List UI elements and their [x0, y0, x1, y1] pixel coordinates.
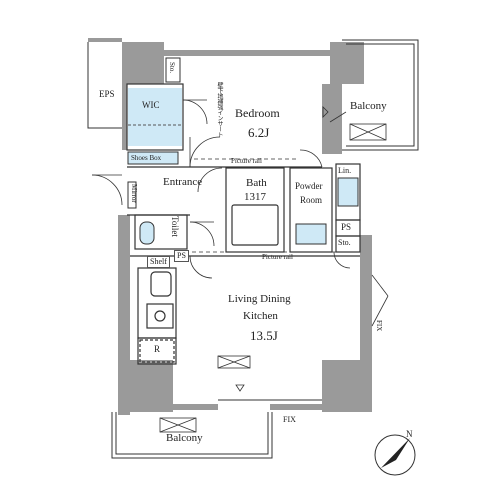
compass-ring: [374, 434, 416, 476]
ldk-line2: Kitchen: [243, 310, 278, 322]
refrigerator-label: R: [154, 344, 161, 354]
sto-top-box: [165, 57, 181, 83]
balcony-top-label: Balcony: [350, 100, 387, 112]
sto-top-label: Sto.: [168, 62, 176, 74]
compass: [374, 434, 416, 476]
bath-name: Bath: [246, 177, 267, 189]
wic-accent: [128, 88, 182, 146]
wall-segment: [88, 38, 122, 42]
interior-walls: [126, 83, 361, 365]
picture-rail-top-label: Picture rail: [231, 157, 262, 165]
compass-needle: [381, 438, 410, 468]
wall-note-label: 壁下地補強インサート: [216, 82, 223, 137]
fix-bottom-label: FIX: [283, 415, 296, 424]
linen-label: Lin.: [338, 166, 352, 175]
compass-north-label: N: [406, 429, 413, 439]
bedroom-name: Bedroom: [235, 106, 280, 120]
balcony-bottom-label: Balcony: [166, 432, 203, 444]
wall-segment: [322, 84, 330, 154]
wall-segment: [360, 235, 372, 365]
wall-column: [322, 360, 372, 412]
picture-rails: [192, 158, 336, 253]
ps-right-label: PS: [341, 222, 352, 232]
bedroom-marker: [322, 106, 329, 118]
toilet-label: Toilet: [170, 216, 180, 237]
balcony-top-inner: [346, 43, 415, 147]
entrance-label: Entrance: [163, 176, 203, 188]
wall-segment: [270, 404, 322, 410]
ps-toilet-label: PS: [174, 250, 189, 262]
eps-outline: [87, 42, 122, 129]
picture-rail-bottom-label: Picture rail: [262, 253, 293, 261]
wall-column: [330, 42, 364, 84]
wall-column: [122, 42, 164, 84]
mirror-box: [127, 181, 137, 209]
wall-segment: [122, 84, 127, 150]
linen-shelf: [337, 177, 359, 207]
balcony-bottom-inner: [115, 412, 269, 455]
wall-segment: [173, 404, 218, 410]
sto-lower-label: Sto.: [338, 238, 351, 247]
shelf-label: Shelf: [147, 256, 170, 268]
wic-label: WIC: [142, 100, 160, 110]
door-swings: [91, 99, 389, 327]
bath-size: 1317: [244, 191, 266, 203]
balcony-bottom-outline: [111, 412, 273, 459]
direction-marker: [235, 384, 245, 392]
ac-units: [159, 123, 387, 433]
toilet-bowl: [139, 221, 155, 245]
walls: [88, 38, 372, 415]
powder-line2: Room: [300, 195, 323, 205]
wall-segment: [330, 84, 342, 154]
balcony-top-outline: [342, 39, 419, 151]
ldk-size: 13.5J: [250, 328, 278, 343]
powder-line1: Powder: [295, 181, 323, 191]
wall-column: [118, 360, 173, 412]
fix-right-label: FIX: [375, 320, 383, 332]
ldk-line1: Living Dining: [228, 293, 291, 305]
powder-basin: [295, 223, 327, 245]
eps-label: EPS: [99, 89, 115, 99]
shoes-box-label: Shoes Box: [131, 154, 162, 162]
shoes-box-accent: [127, 151, 179, 165]
mirror-label: Mirror: [130, 184, 138, 203]
bedroom-size: 6.2J: [248, 125, 270, 140]
wall-segment: [164, 50, 330, 56]
